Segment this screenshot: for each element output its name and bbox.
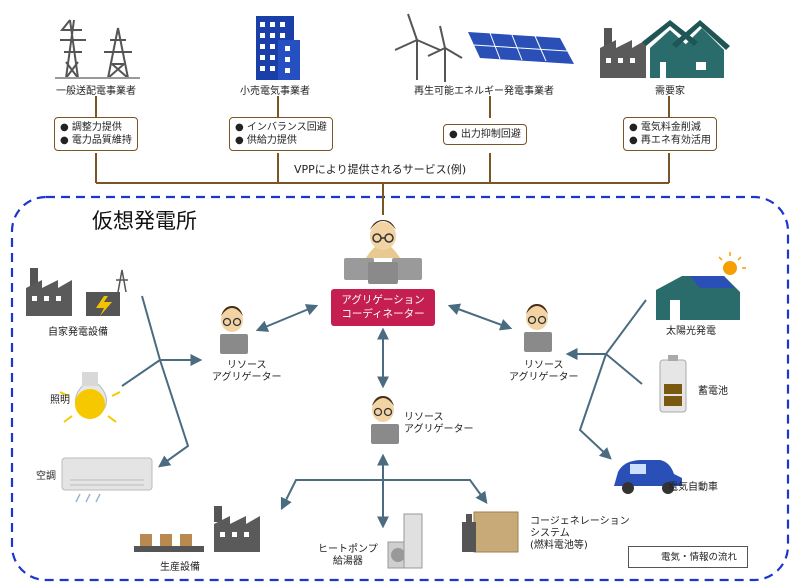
cogeneration-icon — [462, 511, 519, 553]
service-item: ● 出力抑制回避 — [449, 129, 521, 140]
light-bulb-icon — [59, 372, 121, 423]
resource-label-battery: 蓄電池 — [698, 386, 728, 397]
resource-label-air-conditioning: 空調 — [36, 471, 56, 482]
service-connector-lines — [95, 96, 670, 215]
resource-label-private-generator: 自家発電設備 — [48, 327, 108, 338]
service-box-retailer: ● インバランス回避 ● 供給力提供 — [229, 117, 333, 151]
vpp-title: 仮想発電所 — [92, 209, 197, 233]
flow-arrows — [121, 295, 647, 529]
service-bar-label: VPPにより提供されるサービス(例) — [290, 161, 471, 177]
coordinator-line2: コーディネーター — [341, 308, 425, 320]
solar-house-icon — [656, 252, 746, 320]
service-item: ● 電力品質維持 — [60, 135, 132, 146]
right-aggregator-label: リソースアグリゲーター — [509, 360, 579, 383]
service-item: ● 再エネ有効活用 — [629, 135, 711, 146]
battery-icon — [659, 355, 687, 413]
service-box-renewable: ● 出力抑制回避 — [443, 124, 527, 145]
service-box-consumer: ● 電気料金削減 ● 再エネ有効活用 — [623, 117, 717, 151]
service-box-grid-operator: ● 調整力提供 ● 電力品質維持 — [54, 117, 138, 151]
service-item: ● 調整力提供 — [60, 122, 122, 133]
beneficiary-label-retailer: 小売電気事業者 — [240, 86, 310, 97]
factory-house-icon — [600, 20, 730, 78]
production-equipment-icon — [134, 506, 260, 552]
legend-box: 電気・情報の流れ — [628, 546, 748, 568]
air-conditioner-icon — [61, 457, 153, 503]
office-building-icon — [256, 16, 300, 80]
resource-label-cogeneration: コージェネレーションシステム(燃料電池等) — [530, 516, 630, 551]
beneficiary-label-grid-operator: 一般送配電事業者 — [56, 86, 136, 97]
right-aggregator-icon — [524, 304, 552, 352]
beneficiary-label-renewable: 再生可能エネルギー発電事業者 — [414, 86, 554, 97]
service-item: ● インバランス回避 — [235, 122, 327, 133]
coordinator-person-icon — [344, 220, 422, 284]
left-aggregator-icon — [220, 306, 248, 354]
coordinator-line1: アグリゲーション — [341, 294, 425, 306]
center-aggregator-icon — [371, 396, 399, 444]
legend-label: 電気・情報の流れ — [661, 552, 738, 563]
resource-label-heatpump: ヒートポンプ給湯器 — [318, 544, 378, 567]
vpp-boundary — [10, 195, 790, 582]
private-generator-icon — [26, 268, 128, 316]
heat-pump-icon — [387, 513, 423, 569]
service-item: ● 電気料金削減 — [629, 122, 701, 133]
resource-label-solar: 太陽光発電 — [666, 326, 716, 337]
resource-label-ev: 電気自動車 — [668, 482, 718, 493]
resource-label-production: 生産設備 — [160, 562, 200, 573]
transmission-tower-icon — [55, 19, 140, 79]
resource-label-lighting: 照明 — [50, 395, 70, 406]
center-aggregator-label: リソースアグリゲーター — [404, 412, 474, 435]
electric-car-icon — [614, 460, 682, 494]
aggregation-coordinator-box: アグリゲーション コーディネーター — [331, 289, 435, 326]
left-aggregator-label: リソースアグリゲーター — [212, 360, 282, 383]
service-item: ● 供給力提供 — [235, 135, 297, 146]
beneficiary-label-consumer: 需要家 — [655, 86, 685, 97]
wind-solar-icon — [394, 13, 574, 82]
